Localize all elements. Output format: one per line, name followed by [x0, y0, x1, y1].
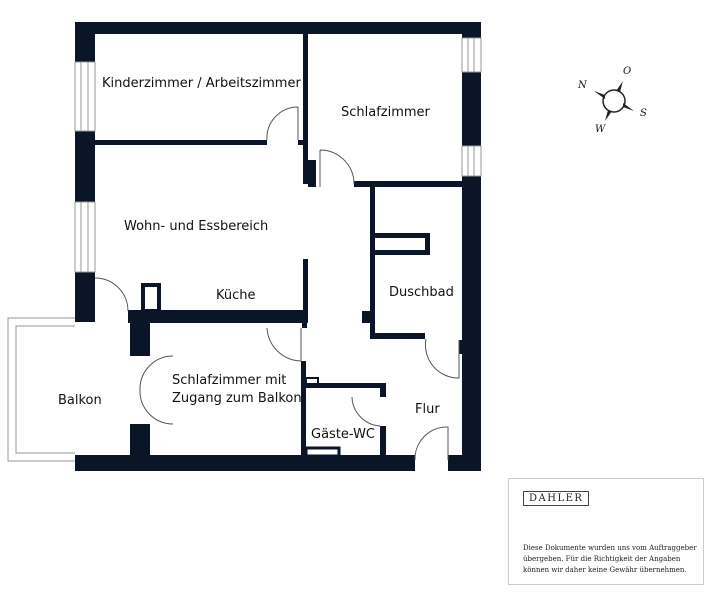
room-label-schlafzimmer: Schlafzimmer	[341, 105, 430, 120]
room-label-kueche: Küche	[216, 288, 256, 303]
compass-south-label: S	[640, 108, 647, 119]
room-label-balkon: Balkon	[58, 393, 102, 408]
compass-icon	[594, 81, 634, 121]
room-label-schlafzimmer-balkon-2: Zugang zum Balkon	[172, 391, 302, 406]
disclaimer-box: DAHLER Diese Dokumente wurden uns vom Au…	[508, 478, 704, 585]
disclaimer-line: übergeben. Für die Richtigkeit der Angab…	[523, 555, 681, 563]
compass-east-label: O	[623, 66, 632, 77]
balcony-outline	[7, 317, 75, 462]
disclaimer-text: Diese Dokumente wurden uns vom Auftragge…	[523, 543, 701, 576]
room-label-wohnbereich: Wohn- und Essbereich	[124, 219, 269, 234]
door-swings	[94, 106, 460, 461]
disclaimer-line: können wir daher keine Gewähr übernehmen…	[523, 566, 687, 574]
room-label-kinderzimmer: Kinderzimmer / Arbeitszimmer	[102, 76, 301, 91]
brand-logo: DAHLER	[523, 491, 590, 506]
room-label-gaeste-wc: Gäste-WC	[311, 427, 376, 442]
room-label-flur: Flur	[415, 402, 440, 417]
windows	[74, 37, 482, 273]
room-label-duschbad: Duschbad	[389, 285, 454, 300]
room-label-schlafzimmer-balkon: Schlafzimmer mit	[172, 373, 287, 388]
disclaimer-line: Diese Dokumente wurden uns vom Auftragge…	[523, 544, 697, 552]
compass-north-label: N	[578, 80, 587, 91]
walls	[75, 22, 481, 471]
compass-west-label: W	[595, 124, 606, 135]
